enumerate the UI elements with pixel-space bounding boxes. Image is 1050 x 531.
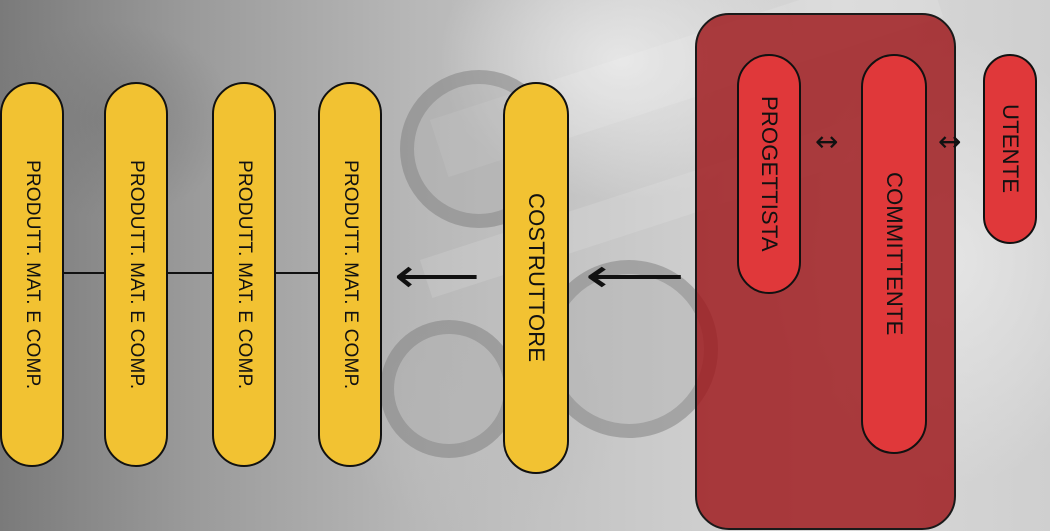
background-circle — [380, 320, 518, 458]
arrow-to-producers: ⟵ — [394, 248, 481, 304]
producer-node-3: PRODUTT. MAT. E COMP. — [212, 82, 276, 467]
costruttore-node: COSTRUTTORE — [503, 82, 569, 474]
producers-connector-line — [64, 272, 320, 274]
progettista-label: PROGETTISTA — [757, 96, 782, 252]
producer-node-4: PRODUTT. MAT. E COMP. — [318, 82, 382, 467]
producer-label: PRODUTT. MAT. E COMP. — [126, 159, 147, 390]
committente-label: COMMITTENTE — [882, 172, 907, 336]
costruttore-label: COSTRUTTORE — [524, 193, 549, 363]
utente-label: UTENTE — [998, 104, 1023, 194]
committente-node: COMMITTENTE — [861, 54, 927, 454]
arrow-committente-utente: ↔ — [938, 125, 962, 158]
producer-node-1: PRODUTT. MAT. E COMP. — [0, 82, 64, 467]
progettista-node: PROGETTISTA — [737, 54, 801, 294]
producer-node-2: PRODUTT. MAT. E COMP. — [104, 82, 168, 467]
producer-label: PRODUTT. MAT. E COMP. — [340, 159, 361, 390]
producer-label: PRODUTT. MAT. E COMP. — [234, 159, 255, 390]
utente-node: UTENTE — [983, 54, 1037, 244]
arrow-to-costruttore: ⟵ — [585, 248, 685, 304]
producer-label: PRODUTT. MAT. E COMP. — [22, 159, 43, 390]
arrow-progettista-committente: ↔ — [815, 125, 839, 158]
